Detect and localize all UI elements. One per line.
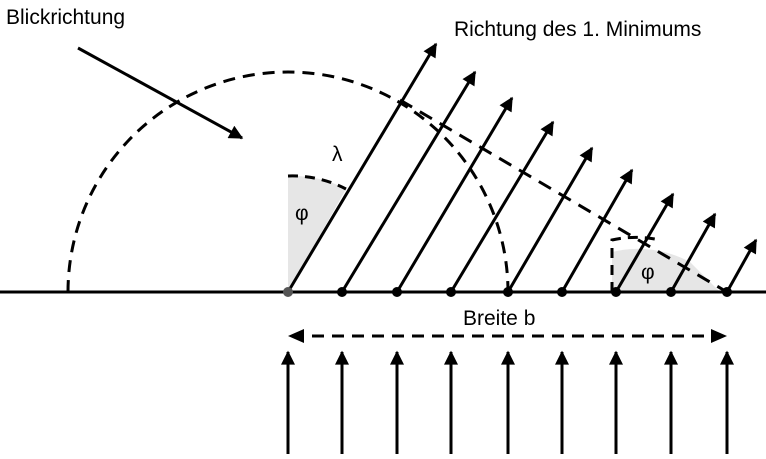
angle-wedge-left-arc [287,174,347,191]
first-minimum-label: Richtung des 1. Minimums [454,18,701,41]
source-point [446,287,456,297]
source-point [557,287,567,297]
angle-label-right: φ [641,261,655,284]
source-point [392,287,402,297]
angle-label-left: φ [295,202,309,225]
angle-wedge-right-edge [610,235,661,292]
source-point [722,287,732,297]
source-points [283,287,732,297]
view-direction-arrow [77,46,244,140]
diffracted-ray [449,120,555,293]
huygens-wavelet [66,70,510,293]
angle-wedge-left [288,175,346,292]
diffracted-rays [286,42,758,293]
source-point [283,287,293,297]
diffracted-ray [286,42,438,293]
view-direction-label: Blickrichtung [6,6,125,29]
width-arrow-left [288,329,304,343]
diffracted-ray [395,96,514,293]
diffracted-ray [669,212,717,293]
diffracted-ray [560,168,634,293]
diffracted-ray [725,238,758,293]
source-point [666,287,676,297]
width-label: Breite b [463,307,535,330]
diffracted-ray [614,192,675,293]
incident-rays [281,350,734,454]
diffracted-ray [340,70,477,293]
wavelength-label: λ [332,143,343,166]
source-point [503,287,513,297]
source-point [611,287,621,297]
angle-wedge-right [612,248,720,292]
width-arrow-right [711,329,727,343]
diffracted-ray [506,146,594,293]
source-point [337,287,347,297]
